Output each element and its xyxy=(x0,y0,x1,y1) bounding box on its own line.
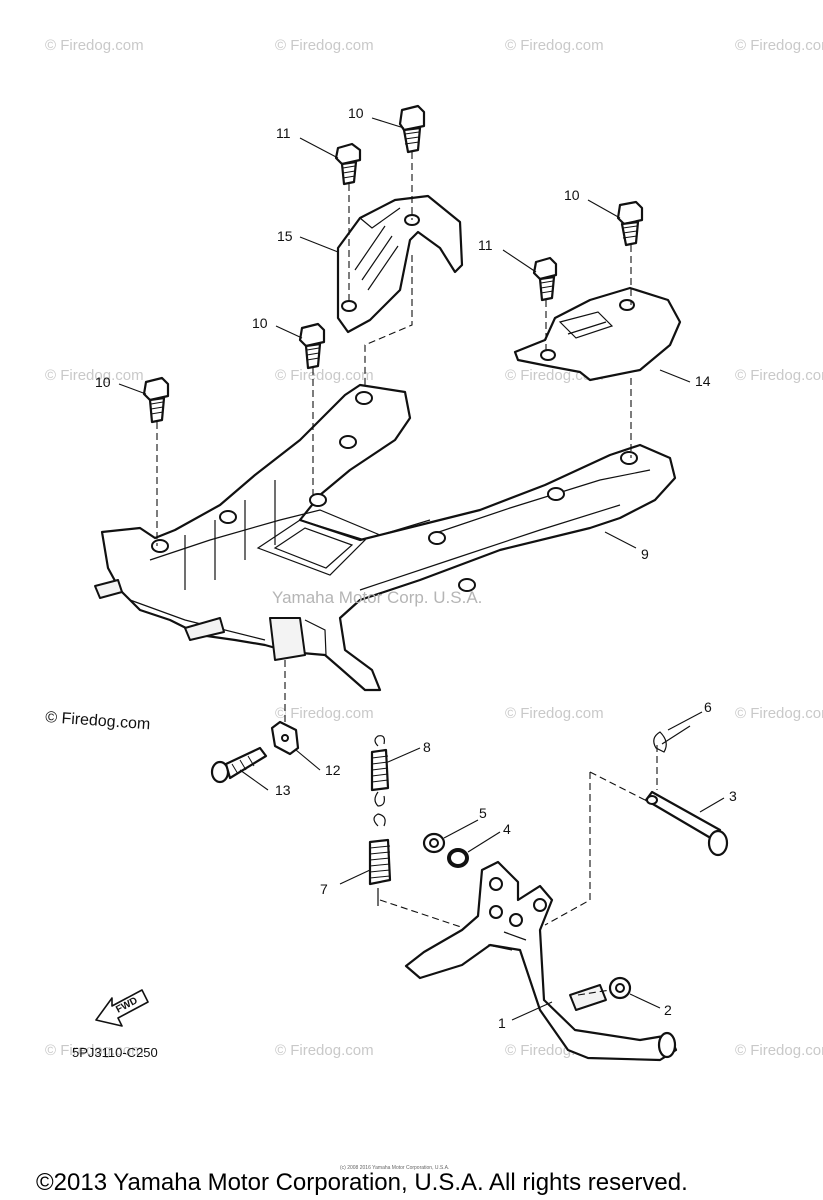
part-2-collar xyxy=(608,976,632,1000)
callout-10: 10 xyxy=(348,105,364,121)
callout-3: 3 xyxy=(729,788,737,804)
watermark: © Firedog.com xyxy=(735,1042,823,1059)
part-5-washer xyxy=(422,832,446,854)
callout-2: 2 xyxy=(664,1002,672,1018)
watermark: © Firedog.com xyxy=(45,37,144,54)
callout-15: 15 xyxy=(277,228,293,244)
callout-10: 10 xyxy=(564,187,580,203)
callout-10: 10 xyxy=(252,315,268,331)
part-9-footrest-frame xyxy=(94,383,677,692)
part-10-bolt xyxy=(398,104,426,154)
watermark: © Firedog.com xyxy=(505,37,604,54)
part-7-spring xyxy=(368,813,392,906)
fwd-arrow-icon: FWD xyxy=(95,989,149,1027)
part-14-rear-cover xyxy=(513,286,682,382)
watermark-grid: © Firedog.com © Firedog.com © Firedog.co… xyxy=(45,37,823,1059)
center-watermark: Yamaha Motor Corp. U.S.A. xyxy=(272,588,482,607)
part-8-spring xyxy=(370,735,390,807)
watermark: © Firedog.com xyxy=(505,705,604,722)
callout-labels: 10 11 15 10 11 10 10 14 9 12 13 8 7 5 4 … xyxy=(95,105,737,1031)
diagram-code: 5PJ3110-C250 xyxy=(72,1045,158,1060)
part-4-o-ring xyxy=(447,848,469,868)
callout-11: 11 xyxy=(478,237,493,253)
watermark: © Firedog.com xyxy=(275,1042,374,1059)
callout-12: 12 xyxy=(325,762,341,778)
watermark-dark: © Firedog.com xyxy=(45,709,151,733)
assembly-lines xyxy=(156,152,658,931)
part-13-screw xyxy=(210,746,268,784)
copyright-notice: ©2013 Yamaha Motor Corporation, U.S.A. A… xyxy=(36,1169,688,1196)
watermark: © Firedog.com xyxy=(275,705,374,722)
part-11-bolt xyxy=(532,256,558,302)
part-11-bolt xyxy=(334,142,362,186)
callout-14: 14 xyxy=(695,373,711,389)
callout-7: 7 xyxy=(320,881,328,897)
callout-9: 9 xyxy=(641,546,649,562)
callout-4: 4 xyxy=(503,821,511,837)
part-10-bolt xyxy=(142,376,170,424)
callout-6: 6 xyxy=(704,699,712,715)
watermark: © Firedog.com xyxy=(735,37,823,54)
callout-1: 1 xyxy=(498,1015,506,1031)
callout-5: 5 xyxy=(479,805,487,821)
part-1-main-stand xyxy=(404,860,678,1062)
watermark: © Firedog.com xyxy=(275,367,374,384)
part-10-bolt xyxy=(298,322,326,370)
part-10-bolt xyxy=(616,200,644,247)
watermark: © Firedog.com xyxy=(45,367,144,384)
callout-13: 13 xyxy=(275,782,291,798)
watermark: © Firedog.com xyxy=(735,367,823,384)
watermark: © Firedog.com xyxy=(45,1042,144,1059)
part-6-cotter-pin xyxy=(653,725,691,753)
part-3-shaft xyxy=(644,790,729,857)
watermark: © Firedog.com xyxy=(735,705,823,722)
fine-print: (c) 2008 2016 Yamaha Motor Corporation, … xyxy=(340,1165,449,1171)
callout-8: 8 xyxy=(423,739,431,755)
leader-lines xyxy=(118,117,725,1021)
callout-10: 10 xyxy=(95,374,111,390)
callout-11: 11 xyxy=(276,125,291,141)
part-15-front-cover xyxy=(336,194,464,334)
part-12-clip-nut xyxy=(270,720,300,756)
watermark: © Firedog.com xyxy=(275,37,374,54)
